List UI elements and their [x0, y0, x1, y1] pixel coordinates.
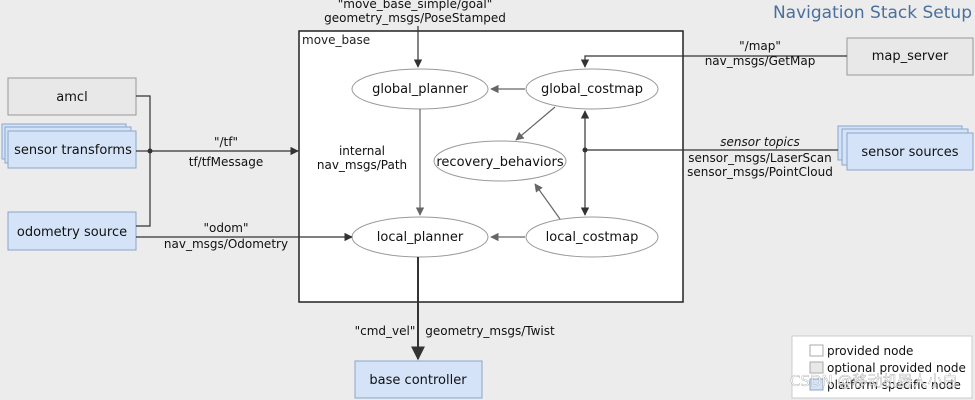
global-planner-label: global_planner: [372, 82, 468, 97]
laser-type-label: sensor_msgs/LaserScan: [688, 151, 831, 165]
tf-type-label: tf/tfMessage: [189, 155, 264, 169]
recovery-behaviors-node: [433, 140, 567, 182]
global-costmap-label: global_costmap: [541, 82, 643, 97]
global-costmap-to-recovery: [515, 106, 556, 141]
sensor-sources-node: sensor sources: [837, 125, 974, 171]
move-base-label: move_base: [302, 33, 370, 47]
sensor-sources-label: sensor sources: [861, 145, 958, 160]
odom-topic-label: "odom": [203, 221, 248, 235]
base-controller-label: base controller: [369, 373, 467, 388]
cmd-vel-label: "cmd_vel": [355, 324, 416, 338]
twist-type-label: geometry_msgs/Twist: [425, 324, 555, 338]
local-costmap-node: [525, 216, 659, 258]
local-costmap-to-recovery: [534, 183, 561, 220]
sensor-transforms-label: sensor transforms: [14, 143, 132, 158]
sensor-transforms-node: sensor transforms: [1, 123, 137, 169]
amcl-label: amcl: [56, 90, 87, 105]
odometry-source-label: odometry source: [17, 225, 127, 240]
legend-platform-swatch: [809, 378, 824, 391]
base-controller-node: [354, 360, 483, 399]
pointcloud-type-label: sensor_msgs/PointCloud: [687, 165, 833, 179]
map-edge: [580, 55, 847, 68]
legend-optional-label: optional provided node: [827, 361, 966, 375]
map-topic-label: "/map": [739, 39, 781, 53]
odometry-source-node: [7, 211, 137, 251]
legend-provided-swatch: [809, 344, 824, 357]
local-planner-label: local_planner: [377, 230, 464, 245]
legend-platform-label: platform specific node: [827, 378, 961, 392]
legend-optional-swatch: [809, 361, 824, 374]
goal-type-label: geometry_msgs/PoseStamped: [324, 11, 506, 25]
map-server-node: [846, 37, 974, 76]
legend-provided-label: provided node: [827, 344, 913, 358]
tf-bracket-edge: [136, 95, 151, 227]
map-server-label: map_server: [872, 49, 949, 64]
map-type-label: nav_msgs/GetMap: [705, 54, 816, 68]
amcl-node: [7, 77, 137, 116]
diagram-title: Navigation Stack Setup: [773, 3, 972, 23]
legend: provided node optional provided node pla…: [791, 335, 973, 399]
tf-topic-label: "/tf": [214, 135, 238, 149]
local-costmap-label: local_costmap: [546, 230, 639, 245]
recovery-behaviors-label: recovery_behaviors: [436, 155, 563, 170]
watermark: CSDN @移动机器人小白: [790, 372, 958, 390]
internal-label: internal: [339, 144, 385, 158]
sensor-topics-label: sensor topics: [720, 135, 799, 149]
global-costmap-node: [525, 68, 659, 110]
path-type-label: nav_msgs/Path: [317, 158, 407, 172]
goal-topic-label: "move_base_simple/goal": [338, 0, 492, 11]
odom-type-label: nav_msgs/Odometry: [164, 237, 288, 251]
